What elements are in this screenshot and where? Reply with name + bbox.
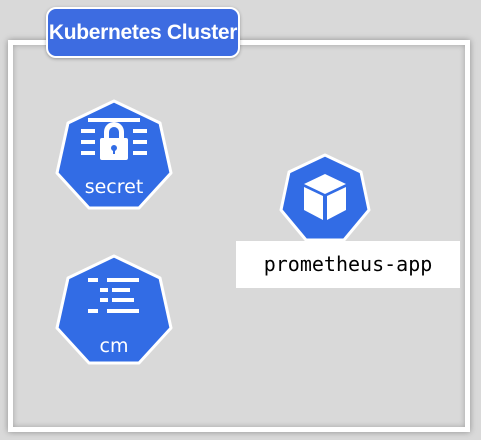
app-name-label: prometheus-app	[236, 241, 460, 288]
cluster-title: Kubernetes Cluster	[46, 7, 240, 58]
configmap-caption: cm	[99, 335, 129, 357]
secret-heptagon-icon	[55, 99, 173, 210]
list-icon	[88, 278, 139, 313]
configmap-resource: cm	[55, 253, 173, 365]
secret-resource: secret	[55, 98, 173, 210]
cube-icon	[304, 174, 346, 220]
configmap-heptagon-icon	[55, 254, 173, 365]
secret-caption: secret	[84, 176, 144, 198]
pod-heptagon-icon	[279, 153, 371, 242]
pod-resource	[279, 152, 371, 244]
